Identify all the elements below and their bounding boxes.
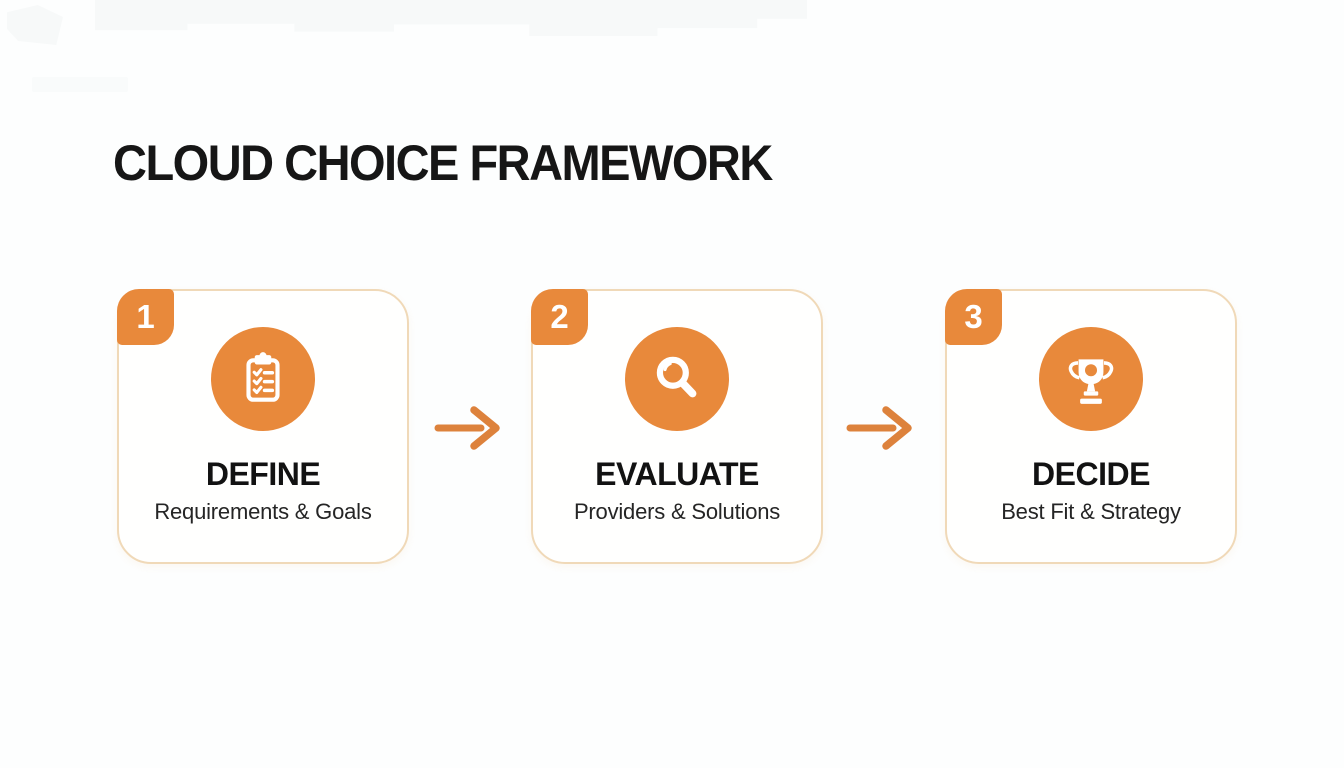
step-3-heading: DECIDE <box>1032 456 1150 492</box>
step-card-decide: 3 DECIDE Best Fit & Strategy <box>945 289 1237 564</box>
top-scan-artifact-band <box>95 0 807 36</box>
step-2-subheading: Providers & Solutions <box>573 499 781 524</box>
step-card-evaluate: 2 EVALUATE Providers & Solutions <box>531 289 823 564</box>
step-2-icon-circle <box>625 327 729 431</box>
page-title: CLOUD CHOICE FRAMEWORK <box>113 135 773 191</box>
trophy-icon <box>1068 359 1114 404</box>
step-1-subheading: Requirements & Goals <box>154 499 372 524</box>
right-arrow-icon <box>434 406 500 450</box>
step-3-icon-circle <box>1039 327 1143 431</box>
magnifier-icon <box>656 356 697 398</box>
step-1-heading: DEFINE <box>205 456 321 492</box>
step-card-define: 1 DEFINE Requirements & Goals <box>117 289 409 564</box>
step-3-number: 3 <box>964 297 983 335</box>
step-2-number-badge: 2 <box>531 289 588 345</box>
clipboard-checklist-icon <box>246 352 280 402</box>
right-arrow-icon <box>846 406 912 450</box>
top-scan-artifact-speck <box>32 77 128 92</box>
step-3-subheading: Best Fit & Strategy <box>1001 499 1181 524</box>
step-1-number: 1 <box>136 297 155 335</box>
step-1-number-badge: 1 <box>117 289 174 345</box>
step-1-icon-circle <box>211 327 315 431</box>
top-scan-artifact-fragment <box>7 5 63 45</box>
step-3-number-badge: 3 <box>945 289 1002 345</box>
step-2-heading: EVALUATE <box>595 456 759 492</box>
step-2-number: 2 <box>550 297 569 335</box>
